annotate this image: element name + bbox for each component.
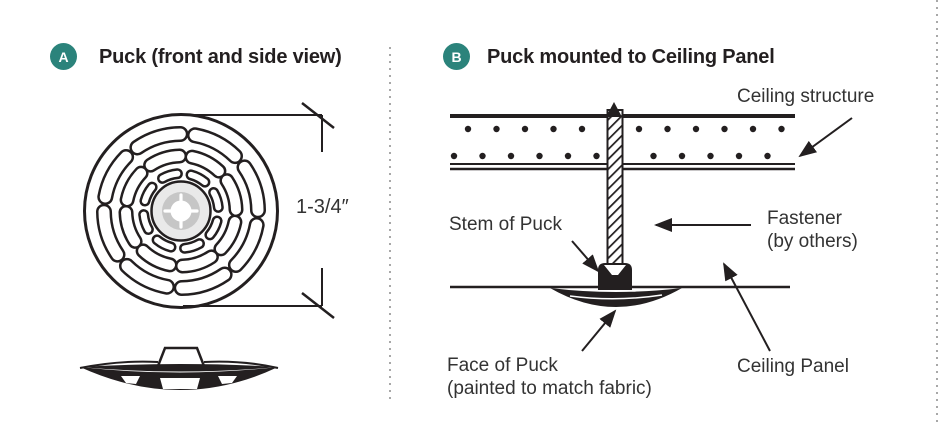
fastener-tip [606,102,622,117]
side-view-stem [156,346,206,368]
stipple-dots [450,125,785,160]
dimension-label: 1-3/4″ [296,196,349,218]
panel-b-badge-letter: B [451,48,462,65]
fastener-label-line2: (by others) [767,231,858,252]
fastener-label: Fastener (by others) [767,207,858,253]
face-arrow [581,309,617,352]
panel-a-title: Puck (front and side view) [99,46,342,68]
ceiling-structure-arrow [798,117,853,158]
stem-of-puck-label: Stem of Puck [449,214,562,235]
side-view-rim [80,364,278,372]
panel-b-badge: B [443,43,470,70]
ceiling-panel-label: Ceiling Panel [737,356,849,377]
ceiling-panel-arrow [723,262,771,352]
panel-a-badge: A [50,43,77,70]
puck-face-shape [550,288,682,307]
panel-a-badge-letter: A [58,48,69,65]
puck-hub [150,180,212,242]
dimension-marks [183,102,335,319]
panel-b-title: Puck mounted to Ceiling Panel [487,46,775,68]
stem-arrow [571,240,600,273]
fastener-rod [606,102,624,267]
page-edge-divider [936,0,938,423]
ceiling-structure-label: Ceiling structure [737,86,875,107]
face-of-puck-label-line2: (painted to match fabric) [447,378,652,399]
panel-b-drawing [450,102,853,352]
face-of-puck-label-line1: Face of Puck [447,355,558,376]
puck-side-view [79,346,279,390]
puck-front-view [83,113,279,309]
fastener-label-line1: Fastener [767,208,842,229]
panel-a-drawing [79,102,335,390]
face-of-puck-label: Face of Puck (painted to match fabric) [447,354,652,400]
puck-stem-shape [598,263,632,290]
panel-divider [389,47,391,403]
puck-slot-pattern [96,126,266,296]
